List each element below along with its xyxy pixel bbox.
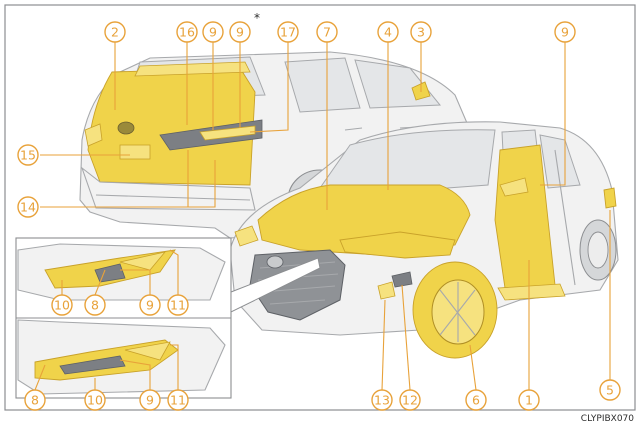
callout-17-label: 17 xyxy=(280,25,296,40)
callout-6: 6 xyxy=(465,389,487,411)
callout-6-label: 6 xyxy=(472,393,480,408)
fuel-filler-door xyxy=(603,187,617,209)
callout-11-label: 11 xyxy=(170,393,186,408)
callout-4-label: 4 xyxy=(384,25,392,40)
headlight-right xyxy=(339,231,456,259)
callout-9-front: 9 xyxy=(554,21,576,43)
callout-10-inset-bottom: 10 xyxy=(84,389,106,411)
leader-lines xyxy=(34,42,611,391)
callout-4: 4 xyxy=(377,21,399,43)
callout-10-label: 10 xyxy=(54,298,70,313)
callout-13: 13 xyxy=(371,389,393,411)
callout-9-rear-a: 9 xyxy=(202,21,224,43)
callout-9-rear-b: 9 xyxy=(229,21,251,43)
callout-9-label: 9 xyxy=(209,25,217,40)
callout-14-label: 14 xyxy=(20,200,36,215)
figure-code: CLYPIBX070 xyxy=(581,414,634,424)
asterisk-mark: * xyxy=(254,11,260,25)
callout-9-label: 9 xyxy=(561,25,569,40)
callout-3-label: 3 xyxy=(417,25,425,40)
callout-1-label: 1 xyxy=(525,393,533,408)
callout-12: 12 xyxy=(399,389,421,411)
callout-15: 15 xyxy=(17,144,39,166)
callouts: 2 16 9 9 * 17 7 4 3 9 15 14 10 8 9 11 8 … xyxy=(17,11,621,411)
callout-10-inset-top: 10 xyxy=(51,294,73,316)
callout-11-inset-bottom: 11 xyxy=(167,389,189,411)
callout-8-label: 8 xyxy=(91,298,99,313)
callout-12-label: 12 xyxy=(402,393,418,408)
callout-14: 14 xyxy=(17,196,39,218)
rear-logo xyxy=(117,121,135,135)
callout-16-label: 16 xyxy=(179,25,195,40)
callout-3: 3 xyxy=(410,21,432,43)
callout-8-inset-top: 8 xyxy=(84,294,106,316)
callout-7-label: 7 xyxy=(323,25,331,40)
callout-13-label: 13 xyxy=(374,393,390,408)
callout-17: 17 xyxy=(277,21,299,43)
callout-1: 1 xyxy=(518,389,540,411)
callout-9-label: 9 xyxy=(146,298,154,313)
callout-9-inset-top: 9 xyxy=(139,294,161,316)
callout-7: 7 xyxy=(316,21,338,43)
callout-16: 16 xyxy=(176,21,198,43)
fog-light-area xyxy=(377,281,396,300)
callout-11-label: 11 xyxy=(170,298,186,313)
callout-8-label: 8 xyxy=(31,393,39,408)
callout-5: 5 xyxy=(599,379,621,401)
callout-15-label: 15 xyxy=(20,148,36,163)
callout-2-label: 2 xyxy=(111,25,119,40)
callout-9-label: 9 xyxy=(236,25,244,40)
callout-8-inset-bottom: 8 xyxy=(24,389,46,411)
callout-2: 2 xyxy=(104,21,126,43)
callout-5-label: 5 xyxy=(606,383,614,398)
callout-9-label: 9 xyxy=(146,393,154,408)
license-plate-area xyxy=(119,144,151,160)
callout-10-label: 10 xyxy=(87,393,103,408)
callout-11-inset-top: 11 xyxy=(167,294,189,316)
callout-9-inset-bottom: 9 xyxy=(139,389,161,411)
headlight-inset xyxy=(15,237,321,399)
